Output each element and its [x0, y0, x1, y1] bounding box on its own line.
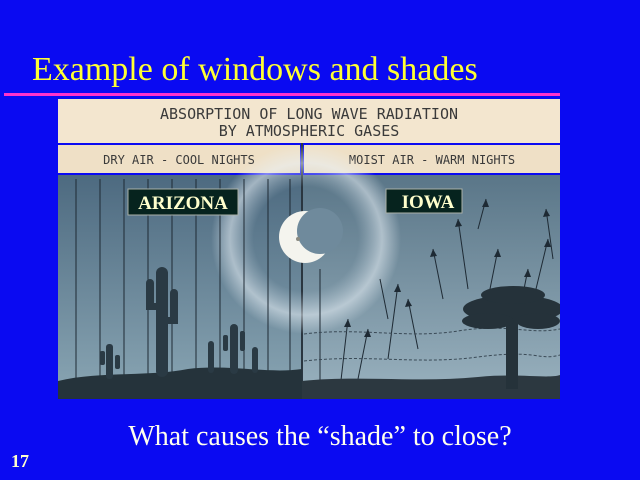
- moisture-layer-2: [303, 353, 560, 362]
- left-panel-heading: DRY AIR - COOL NIGHTS: [103, 153, 255, 167]
- absorbed-radiation-arrowheads: [344, 199, 551, 337]
- radiation-illustration: ABSORPTION OF LONG WAVE RADIATION BY ATM…: [58, 99, 560, 399]
- slide-number: 17: [11, 451, 29, 471]
- iowa-label: IOWA: [385, 188, 463, 214]
- title-underline: [4, 93, 560, 96]
- slide-caption: What causes the “shade” to close?: [128, 421, 512, 452]
- escaping-radiation-lines: [75, 179, 291, 399]
- figure-heading-line2: BY ATMOSPHERIC GASES: [219, 122, 400, 140]
- figure-heading-line1: ABSORPTION OF LONG WAVE RADIATION: [160, 105, 458, 123]
- cactus-group: [100, 267, 258, 379]
- right-panel-heading: MOIST AIR - WARM NIGHTS: [349, 153, 515, 167]
- moisture-layer-1: [303, 327, 560, 335]
- absorbed-radiation-lines: [319, 198, 554, 390]
- desert-ground: [58, 367, 302, 399]
- tall-cactus: [156, 267, 168, 377]
- arizona-label: ARIZONA: [127, 188, 239, 216]
- arizona-label-text: ARIZONA: [138, 193, 228, 214]
- prairie-ground: [302, 375, 560, 399]
- iowa-label-text: IOWA: [402, 192, 455, 213]
- slide-title: Example of windows and shades: [32, 51, 478, 88]
- crescent-moon: [279, 208, 343, 263]
- tree: [462, 286, 560, 389]
- heading-banner: [58, 99, 560, 143]
